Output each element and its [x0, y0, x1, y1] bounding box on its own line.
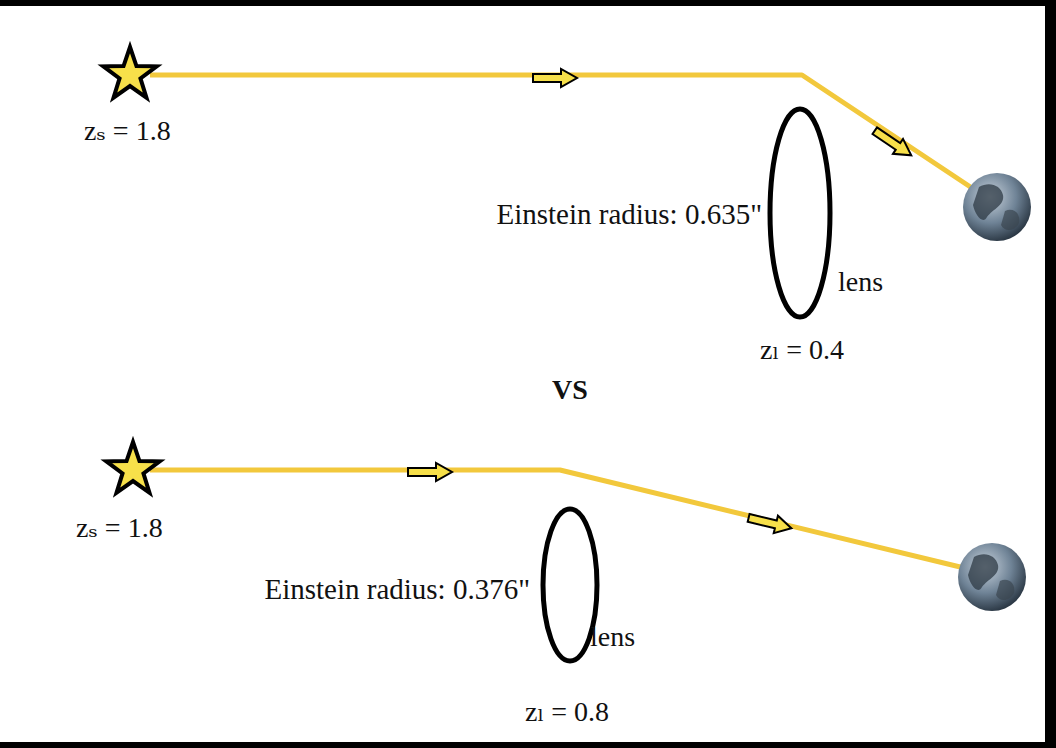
direction-arrow: [870, 123, 917, 163]
lens-redshift: zₗ = 0.8: [525, 697, 609, 728]
einstein-radius: Einstein radius: 0.376": [264, 574, 530, 606]
lens-label: lens: [838, 267, 883, 298]
lens-label: lens: [590, 622, 635, 653]
earth-disc: [958, 543, 1026, 611]
source-redshift: zₛ = 1.8: [84, 116, 171, 147]
source-star: [103, 47, 156, 98]
lens-ellipse: [770, 109, 830, 317]
direction-arrow: [747, 509, 794, 537]
star-shape: [106, 442, 159, 493]
arrow-shape: [533, 69, 577, 87]
light-path: [150, 75, 990, 200]
direction-arrow: [408, 463, 452, 481]
light-path: [150, 470, 985, 573]
earth-land: [996, 580, 1014, 600]
earth-globe: [958, 543, 1026, 611]
arrow-shape: [870, 123, 917, 163]
source-redshift: zₛ = 1.8: [76, 513, 163, 544]
direction-arrow: [533, 69, 577, 87]
white-ground: [0, 6, 1045, 742]
lens-redshift: zₗ = 0.4: [760, 335, 844, 366]
lens-ellipse: [543, 509, 597, 661]
star-shape: [103, 47, 156, 98]
versus-label: VS: [552, 375, 588, 406]
earth-globe: [963, 173, 1031, 241]
earth-disc: [963, 173, 1031, 241]
earth-land: [973, 184, 1003, 220]
earth-land: [1001, 210, 1019, 230]
arrow-shape: [747, 509, 794, 537]
einstein-radius: Einstein radius: 0.635": [496, 199, 762, 231]
source-star: [106, 442, 159, 493]
earth-land: [968, 554, 998, 590]
arrow-shape: [408, 463, 452, 481]
